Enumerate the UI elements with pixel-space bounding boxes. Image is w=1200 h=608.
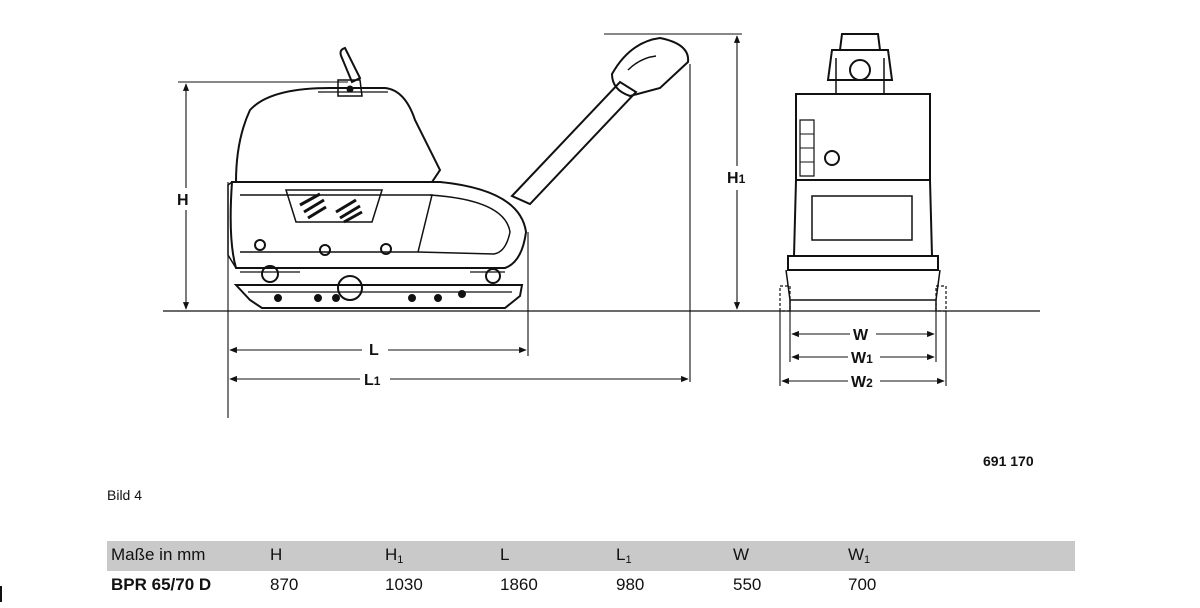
label-W2: W2 — [851, 374, 873, 391]
label-W: W — [853, 327, 869, 344]
row-model-label: BPR 65/70 D — [111, 575, 212, 594]
header-col-h1: H1 — [385, 545, 404, 566]
row-value-w: 550 — [733, 575, 762, 594]
label-W1: W1 — [851, 350, 873, 367]
header-col-w: W — [733, 545, 750, 564]
label-L: L — [369, 342, 379, 359]
row-value-l1: 980 — [616, 575, 645, 594]
header-col-l1: L1 — [616, 545, 632, 566]
header-label: Maße in mm — [111, 545, 206, 564]
label-H: H — [177, 192, 189, 209]
machine-dimension-drawing: H H1 L L1 W W1 W2 — [163, 33, 1040, 418]
dimensions-table-header: Maße in mm H H1 L L1 W W1 — [107, 541, 1075, 571]
label-H1: H1 — [727, 170, 746, 187]
edge-mark — [0, 586, 2, 602]
header-col-w1: W1 — [848, 545, 871, 566]
row-value-l: 1860 — [500, 575, 538, 594]
part-number: 691 170 — [983, 453, 1034, 469]
table-row: BPR 65/70 D 870 1030 1860 980 550 700 — [107, 571, 1075, 601]
figure-caption: Bild 4 — [107, 487, 143, 503]
machine-side-view — [227, 36, 690, 309]
header-col-l: L — [500, 545, 510, 564]
row-value-h1: 1030 — [385, 575, 423, 594]
label-L1: L1 — [364, 372, 381, 389]
header-col-h: H — [270, 545, 283, 564]
row-value-h: 870 — [270, 575, 299, 594]
row-value-w1: 700 — [848, 575, 877, 594]
machine-front-view — [779, 33, 947, 312]
